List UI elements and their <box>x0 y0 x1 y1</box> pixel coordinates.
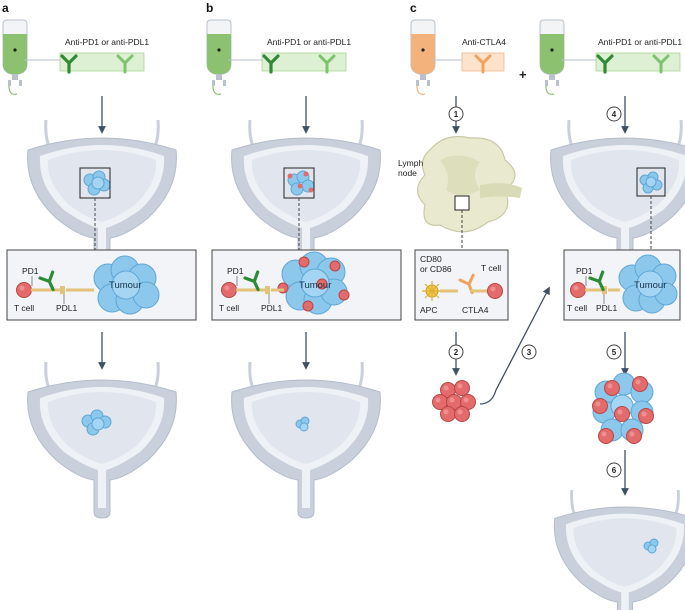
t-cell-icon <box>221 282 237 298</box>
step-1: 1 <box>454 110 459 119</box>
step-badge <box>606 106 622 122</box>
panel-label-b: b <box>206 1 213 15</box>
cd80-label: CD80 <box>420 254 442 264</box>
tumour-cluster <box>287 170 315 196</box>
t-cell-icon <box>16 282 32 298</box>
step-5: 5 <box>612 348 617 357</box>
drug-label-pd1: Anti-PD1 or anti-PDL1 <box>65 37 149 47</box>
cd86-label: or CD86 <box>420 264 452 274</box>
tumour-mass <box>618 254 678 314</box>
bladder-icon <box>26 360 178 520</box>
tumour-label: Tumour <box>299 280 331 291</box>
iv-bag-icon <box>206 19 232 95</box>
drug-label-pd1: Anti-PD1 or anti-PDL1 <box>598 37 682 47</box>
drug-box <box>59 52 145 72</box>
bladder-icon <box>552 488 685 610</box>
step-badge <box>606 344 622 360</box>
step-2: 2 <box>454 348 459 357</box>
step-6: 6 <box>612 466 617 475</box>
apc-icon <box>422 281 442 301</box>
step-badge <box>448 344 464 360</box>
lymph-label-2: node <box>398 168 417 178</box>
bladder-icon <box>230 360 382 520</box>
t-cell-label: T cell <box>481 263 501 273</box>
t-cell-label: T cell <box>567 303 587 313</box>
tumour-cluster <box>83 170 111 196</box>
tumour-cluster <box>295 416 310 432</box>
lymph-node-icon <box>416 135 522 233</box>
t-cell-icon <box>487 283 503 299</box>
ctla4-label: CTLA4 <box>462 305 489 315</box>
apc-label: APC <box>420 305 437 315</box>
tumour-mass <box>277 251 350 315</box>
tumour-cluster <box>639 171 663 194</box>
step-badge <box>448 106 464 122</box>
tumour-mass <box>93 255 160 315</box>
lymph-label-1: Lymph <box>398 158 423 168</box>
tumour-label: Tumour <box>109 280 141 291</box>
zoom-box <box>454 195 470 211</box>
step-badge <box>606 462 622 478</box>
t-cell-icon <box>570 282 586 298</box>
pdl1-label: PDL1 <box>56 303 78 313</box>
iv-bag-icon <box>539 19 565 95</box>
panel-label-a: a <box>2 1 9 15</box>
t-cell-cluster <box>432 380 476 422</box>
tumour-cluster <box>81 409 112 436</box>
pd1-label: PD1 <box>227 266 244 276</box>
plus-sign: + <box>519 67 527 82</box>
iv-bag-icon <box>2 19 28 95</box>
tumour-label: Tumour <box>634 280 666 291</box>
pdl1-label: PDL1 <box>596 303 618 313</box>
t-cell-label: T cell <box>219 303 239 313</box>
drug-label-pd1: Anti-PD1 or anti-PDL1 <box>267 37 351 47</box>
step-4: 4 <box>612 110 617 119</box>
pdl1-label: PDL1 <box>261 303 283 313</box>
drug-box <box>595 52 681 72</box>
tumour-cluster <box>643 538 659 554</box>
panel-label-c: c <box>410 1 417 15</box>
drug-box <box>261 52 347 72</box>
drug-label-ctla4: Anti-CTLA4 <box>462 37 506 47</box>
pd1-label: PD1 <box>22 266 39 276</box>
iv-bag-orange-icon <box>410 19 436 95</box>
step-3: 3 <box>527 348 532 357</box>
tumour-infiltrated <box>592 372 654 444</box>
panel-a: Anti-PD1 or anti-PDL1 Tumour <box>2 19 197 520</box>
step-badge <box>521 344 537 360</box>
panel-c: Anti-CTLA4 + Anti-PD1 or anti-PDL1 1 Lym… <box>398 19 685 610</box>
panel-b: Anti-PD1 or anti-PDL1 <box>206 19 402 520</box>
pd1-label: PD1 <box>576 266 593 276</box>
t-cell-label: T cell <box>14 303 34 313</box>
